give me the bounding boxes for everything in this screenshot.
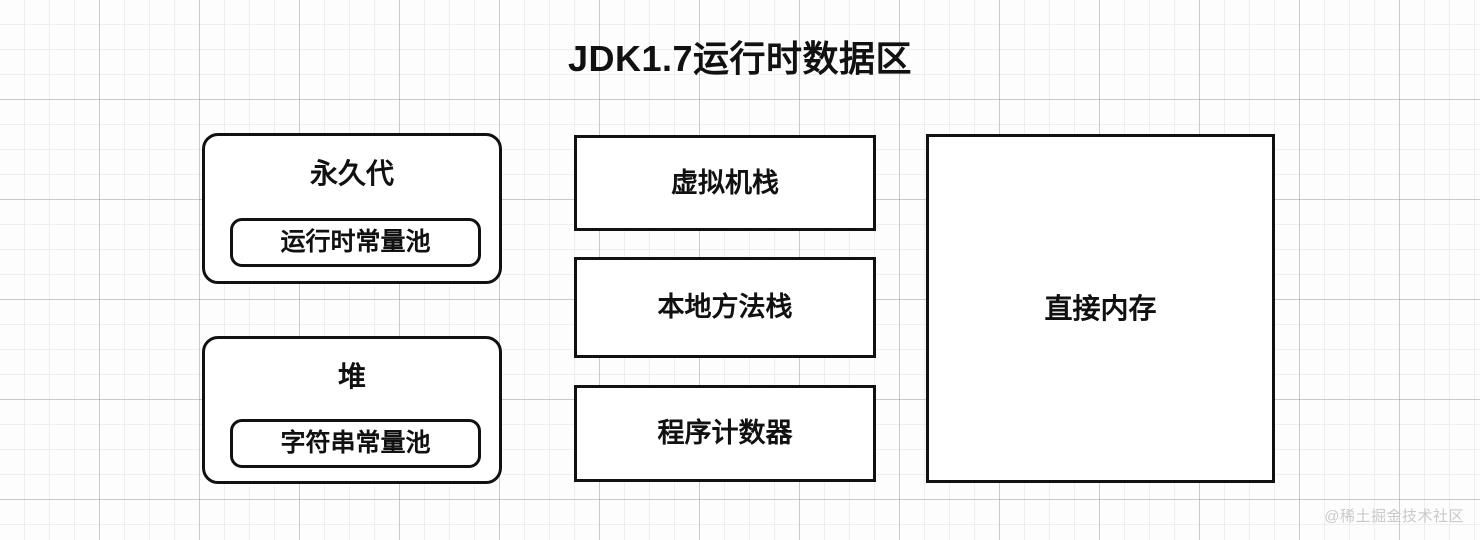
node-heap[interactable]: 堆 字符串常量池 bbox=[202, 336, 502, 484]
watermark: @稀土掘金技术社区 bbox=[1324, 508, 1464, 525]
node-label-string-constant-pool: 字符串常量池 bbox=[280, 429, 431, 457]
node-label-direct-memory: 直接内存 bbox=[1044, 292, 1157, 324]
node-label-runtime-constant-pool: 运行时常量池 bbox=[280, 228, 431, 256]
node-program-counter[interactable]: 程序计数器 bbox=[574, 385, 876, 482]
page-title: JDK1.7运行时数据区 bbox=[567, 38, 913, 79]
node-label-program-counter: 程序计数器 bbox=[657, 418, 793, 448]
node-label-vm-stack: 虚拟机栈 bbox=[671, 167, 779, 198]
node-vm-stack[interactable]: 虚拟机栈 bbox=[574, 135, 876, 231]
node-runtime-constant-pool[interactable]: 运行时常量池 bbox=[230, 218, 481, 267]
node-permanent-generation[interactable]: 永久代 运行时常量池 bbox=[202, 133, 502, 284]
node-label-heap: 堆 bbox=[337, 361, 366, 392]
node-label-native-method-stack: 本地方法栈 bbox=[657, 292, 793, 322]
node-label-permanent-generation: 永久代 bbox=[309, 158, 394, 189]
node-native-method-stack[interactable]: 本地方法栈 bbox=[574, 257, 876, 358]
node-string-constant-pool[interactable]: 字符串常量池 bbox=[230, 419, 481, 468]
node-direct-memory[interactable]: 直接内存 bbox=[926, 134, 1275, 483]
